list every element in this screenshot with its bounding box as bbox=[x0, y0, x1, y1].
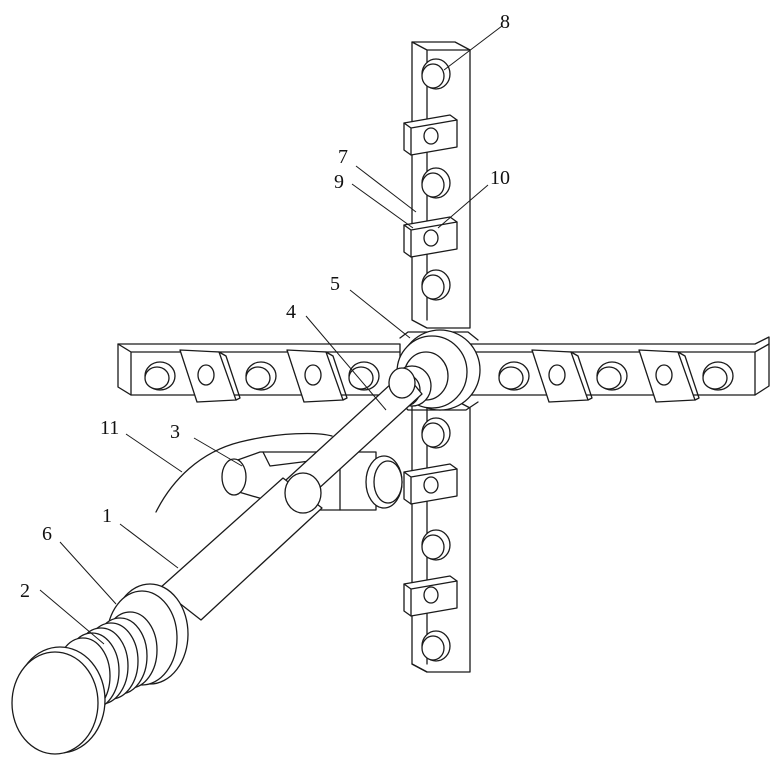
callout-3: 3 bbox=[170, 421, 180, 443]
callout-2: 2 bbox=[20, 580, 30, 602]
callout-7: 7 bbox=[338, 146, 348, 168]
callout-10: 10 bbox=[490, 167, 510, 189]
callout-6: 6 bbox=[42, 523, 52, 545]
end-knob bbox=[12, 647, 105, 754]
callout-11: 11 bbox=[100, 417, 119, 439]
handle-tube bbox=[160, 473, 322, 620]
callout-1: 1 bbox=[102, 505, 112, 527]
callout-8: 8 bbox=[500, 11, 510, 33]
callout-5: 5 bbox=[330, 273, 340, 295]
callout-9: 9 bbox=[334, 171, 344, 193]
callout-4: 4 bbox=[286, 301, 296, 323]
